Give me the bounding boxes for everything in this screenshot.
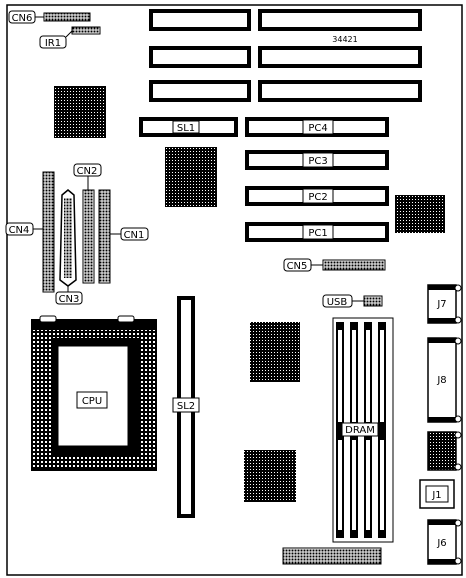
pc3-label: PC3 bbox=[308, 156, 327, 167]
j6-label: J6 bbox=[436, 538, 446, 549]
j7-connector bbox=[427, 284, 457, 324]
cn4-connector bbox=[42, 171, 55, 293]
chip-center bbox=[165, 147, 217, 207]
slot-right-3 bbox=[258, 80, 422, 102]
cpu-label: CPU bbox=[82, 396, 102, 407]
cn4-label: CN4 bbox=[9, 225, 30, 236]
dram-label: DRAM bbox=[345, 425, 375, 436]
slot-left-2 bbox=[149, 46, 251, 68]
slot-right-2 bbox=[258, 46, 422, 68]
pc4-label: PC4 bbox=[308, 123, 327, 134]
cn2-label: CN2 bbox=[77, 166, 98, 177]
bottom-header bbox=[282, 547, 382, 565]
cn1-connector bbox=[98, 189, 111, 284]
sl2-label: SL2 bbox=[177, 401, 195, 412]
j1-label: J1 bbox=[431, 490, 441, 501]
cn6-label: CN6 bbox=[12, 13, 33, 24]
slot-left-3 bbox=[149, 80, 251, 102]
board-number: 34421 bbox=[332, 35, 357, 44]
cn2-connector bbox=[82, 189, 95, 284]
ir1-header bbox=[71, 26, 101, 35]
slot-left-1 bbox=[149, 9, 251, 31]
ir1-label: IR1 bbox=[45, 38, 61, 49]
chip-right bbox=[395, 195, 445, 233]
usb-header bbox=[363, 295, 383, 307]
sl1-label: SL1 bbox=[177, 123, 195, 134]
chip-lower-1 bbox=[250, 322, 300, 382]
chip-top-left bbox=[54, 86, 106, 138]
chip-lower-2 bbox=[244, 450, 296, 502]
cn1-label: CN1 bbox=[124, 230, 145, 241]
cn5-label: CN5 bbox=[287, 261, 308, 272]
pc1-label: PC1 bbox=[308, 228, 327, 239]
j7-label: J7 bbox=[436, 299, 446, 310]
usb-label: USB bbox=[327, 297, 348, 308]
serial-connector bbox=[427, 431, 457, 471]
j8-label: J8 bbox=[436, 375, 446, 386]
cn6-header bbox=[43, 12, 91, 22]
cn3-label: CN3 bbox=[59, 294, 80, 305]
slot-right-1 bbox=[258, 9, 422, 31]
cn5-header bbox=[322, 259, 386, 271]
pc2-label: PC2 bbox=[308, 192, 327, 203]
